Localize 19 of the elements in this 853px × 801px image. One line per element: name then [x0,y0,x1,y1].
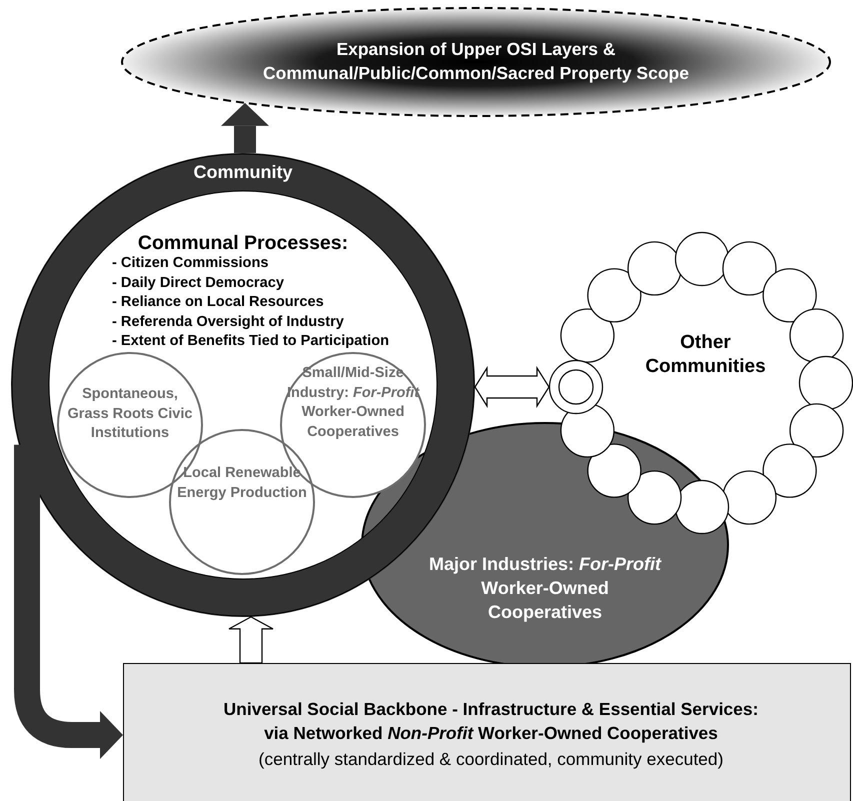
block-arrow [228,616,274,664]
block-arrow [221,102,269,153]
industry-label: Major Industries: For-Profit Worker-Owned Cooperatives [428,553,662,624]
block-arrow [474,366,550,408]
bullet-item: - Citizen Commissions [112,255,270,272]
block-arrow [14,444,123,759]
bullet-item: - Extent of Benefits Tied to Participation [112,333,390,350]
bullet-item: - Daily Direct Democracy [112,274,285,292]
bullet-item: - Referenda Oversight of Industry [112,314,345,331]
backbone-panel [123,663,851,801]
ellipse-title: Expansion of Upper OSI Layers & Communal/Public/Common/Sacred Property Scope [262,38,690,85]
ring-label: Other Communities [644,331,767,379]
panel-heading: Universal Social Backbone - Infrastructure & Essential Services: via Networked Non-Profit Worker-Owned Cooperatives [222,698,760,745]
panel-note: (centrally standardized & coordinated, community executed) [258,748,724,771]
bullet-item: - Reliance on Local Resources [112,294,325,312]
circle-label: Spontaneous, Grass Roots Civic Institutions [66,385,194,443]
circle-label: Local Renewable Energy Production [176,464,308,502]
section-heading: Communal Processes: [136,232,350,256]
ring-label: Community [192,162,294,184]
